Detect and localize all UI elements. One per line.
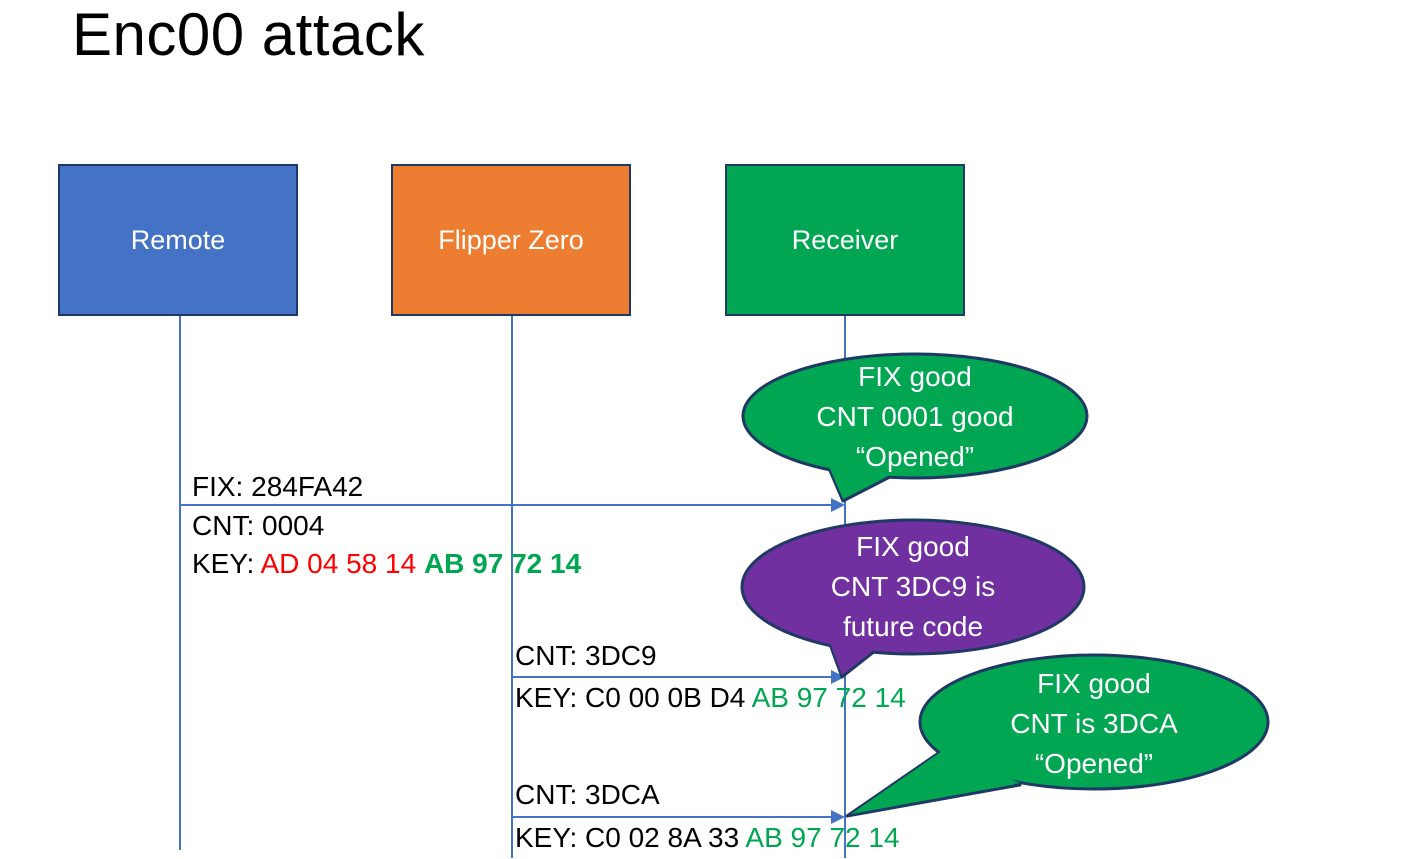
callout1-line3: “Opened” [855,441,975,472]
callout3-line2: CNT is 3DCA [1010,708,1178,739]
message3-key-fixed-bytes: AB 97 72 14 [745,822,900,853]
callout3-line3: “Opened” [1034,748,1154,779]
message1-key-fixed-bytes: AB 97 72 14 [423,548,582,579]
message1-key-prefix: KEY: [192,548,261,579]
callout3-ellipse [918,653,1270,791]
message3-cnt-label: CNT: 3DCA [515,779,660,810]
message2-arrow-line [511,676,832,678]
message1-arrow-line [179,504,832,506]
message2-cnt-label: CNT: 3DC9 [515,640,657,671]
actor-label-receiver: Receiver [791,224,899,255]
callout1-line1: FIX good [858,361,972,392]
callout2-ellipse [740,518,1086,656]
callout3-bubble [845,653,1270,818]
message1-cnt-label: CNT: 0004 [192,510,325,541]
actor-box-remote: Remote [58,164,298,316]
callout2-line2: CNT 3DC9 is [830,571,996,602]
message2-key-fixed-bytes: AB 97 72 14 [751,682,906,713]
callout2-line1: FIX good [856,531,970,562]
message3-arrow-line [511,816,832,818]
callout1-bubble [741,352,1089,503]
message2-key-prefix: KEY: C0 00 0B D4 [515,682,752,713]
callout3-line1: FIX good [1037,668,1151,699]
message1-fix-label: FIX: 284FA42 [192,471,364,502]
actor-box-flipper-zero: Flipper Zero [391,164,631,316]
message1-key-label: KEY: AD 04 58 14 AB 97 72 14 [192,548,581,580]
message1-key-changing-bytes: AD 04 58 14 [260,548,424,579]
message3-arrowhead-icon [831,810,845,824]
lifeline-flipper [511,316,513,858]
lifeline-remote [179,316,181,850]
actor-label-flipper-zero: Flipper Zero [438,224,584,255]
message3-key-prefix: KEY: C0 02 8A 33 [515,822,746,853]
message1-arrowhead-icon [831,498,845,512]
callout1-text: FIX good CNT 0001 good “Opened” [735,357,1095,477]
slide-title: Enc00 attack [72,1,425,68]
callout2-bubble [740,518,1086,679]
callout2-line3: future code [842,611,984,642]
actor-label-remote: Remote [130,224,226,255]
message2-key-label: KEY: C0 00 0B D4 AB 97 72 14 [515,682,906,714]
actor-box-receiver: Receiver [725,164,965,316]
callout3-text: FIX good CNT is 3DCA “Opened” [914,664,1274,784]
message3-key-label: KEY: C0 02 8A 33 AB 97 72 14 [515,822,900,854]
callout1-line2: CNT 0001 good [816,401,1014,432]
callout1-ellipse [741,352,1089,480]
callout2-text: FIX good CNT 3DC9 is future code [733,527,1093,647]
